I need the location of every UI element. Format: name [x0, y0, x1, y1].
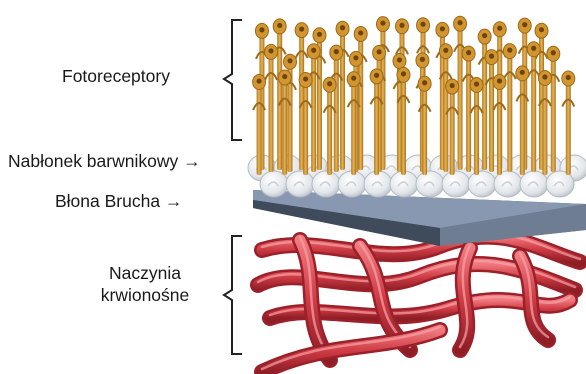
blood-vessels-layer [258, 234, 580, 372]
photoreceptor-stalk [489, 57, 494, 172]
photoreceptor-stalk [257, 82, 262, 175]
photoreceptor-stalk [311, 51, 316, 172]
photoreceptor-stalk [450, 87, 455, 175]
rpe-cell [364, 171, 392, 197]
photoreceptor-nucleus [542, 74, 547, 79]
photoreceptor-nucleus [466, 50, 471, 55]
photoreceptor-nucleus [474, 81, 479, 86]
photoreceptor-stalk [374, 76, 379, 175]
photoreceptor-nucleus [420, 22, 425, 27]
photoreceptor-nucleus [450, 83, 455, 88]
photoreceptor-nucleus [303, 76, 308, 81]
photoreceptor-nucleus [420, 57, 425, 62]
photoreceptor-nucleus [277, 23, 282, 28]
photoreceptor-nucleus [522, 22, 527, 27]
rpe-cell [520, 171, 548, 197]
photoreceptor-nucleus [287, 58, 292, 63]
photoreceptor-stalk [551, 54, 556, 172]
label-rpe: Nabłonek barwnikowy → [8, 150, 201, 172]
photoreceptor-nucleus [399, 23, 404, 28]
rpe-cell [416, 171, 444, 197]
label-vessels-line2: krwionośne [70, 284, 220, 306]
photoreceptor-nucleus [317, 32, 322, 37]
photoreceptor-nucleus [299, 26, 304, 31]
photoreceptor-stalk [507, 51, 512, 172]
photoreceptor-layer [253, 16, 575, 175]
rpe-cell [546, 171, 574, 197]
rpe-cell [468, 171, 496, 197]
photoreceptor-stalk [497, 82, 502, 175]
photoreceptor-nucleus [497, 26, 502, 31]
photoreceptor-stalk [422, 84, 427, 175]
label-photoreceptors: Fotoreceptory [62, 65, 170, 87]
rpe-cell [442, 171, 470, 197]
photoreceptor-stalk [401, 75, 406, 175]
photoreceptor-stalk [327, 85, 332, 175]
photoreceptor-nucleus [397, 57, 402, 62]
photoreceptor-nucleus [259, 27, 264, 32]
photoreceptor-nucleus [566, 75, 571, 80]
photoreceptor-nucleus [531, 46, 536, 51]
photoreceptor-nucleus [377, 49, 382, 54]
bracket-vessels [224, 236, 242, 354]
photoreceptor-nucleus [268, 48, 273, 53]
photoreceptor-stalk [566, 79, 571, 175]
photoreceptor-nucleus [551, 50, 556, 55]
photoreceptor-stalk [282, 78, 287, 175]
photoreceptor-stalk [351, 79, 356, 175]
photoreceptor-nucleus [520, 70, 525, 75]
photoreceptor-stalk [303, 80, 308, 175]
label-bruch-membrane: Błona Brucha → [55, 190, 182, 212]
photoreceptor-nucleus [256, 78, 261, 83]
label-blood-vessels: Naczynia krwionośne [70, 262, 220, 306]
photoreceptor-stalk [542, 78, 547, 175]
photoreceptor-stalk [531, 49, 536, 172]
bracket-photoreceptors [224, 20, 242, 140]
photoreceptor-nucleus [358, 30, 363, 35]
photoreceptor-nucleus [334, 49, 339, 54]
photoreceptor-nucleus [443, 48, 448, 53]
photoreceptor-nucleus [422, 80, 427, 85]
rpe-cell [494, 171, 522, 197]
photoreceptor-nucleus [507, 48, 512, 53]
photoreceptor-nucleus [327, 81, 332, 86]
photoreceptor-nucleus [401, 71, 406, 76]
photoreceptor-nucleus [539, 27, 544, 32]
rpe-cell [312, 171, 340, 197]
photoreceptor-nucleus [374, 73, 379, 78]
photoreceptor-nucleus [282, 74, 287, 79]
photoreceptor-nucleus [489, 54, 494, 59]
photoreceptor-nucleus [497, 78, 502, 83]
rpe-cell [286, 171, 314, 197]
photoreceptor-nucleus [351, 76, 356, 81]
photoreceptor-stalk [520, 73, 525, 175]
photoreceptor-nucleus [340, 25, 345, 30]
photoreceptor-stalk [269, 52, 274, 172]
rpe-cell [338, 171, 366, 197]
photoreceptor-nucleus [457, 20, 462, 25]
photoreceptor-nucleus [380, 20, 385, 25]
photoreceptor-nucleus [353, 55, 358, 60]
photoreceptor-nucleus [311, 48, 316, 53]
photoreceptor-stalk [474, 85, 479, 175]
photoreceptor-nucleus [482, 33, 487, 38]
photoreceptor-nucleus [440, 26, 445, 31]
label-vessels-line1: Naczynia [70, 262, 220, 284]
